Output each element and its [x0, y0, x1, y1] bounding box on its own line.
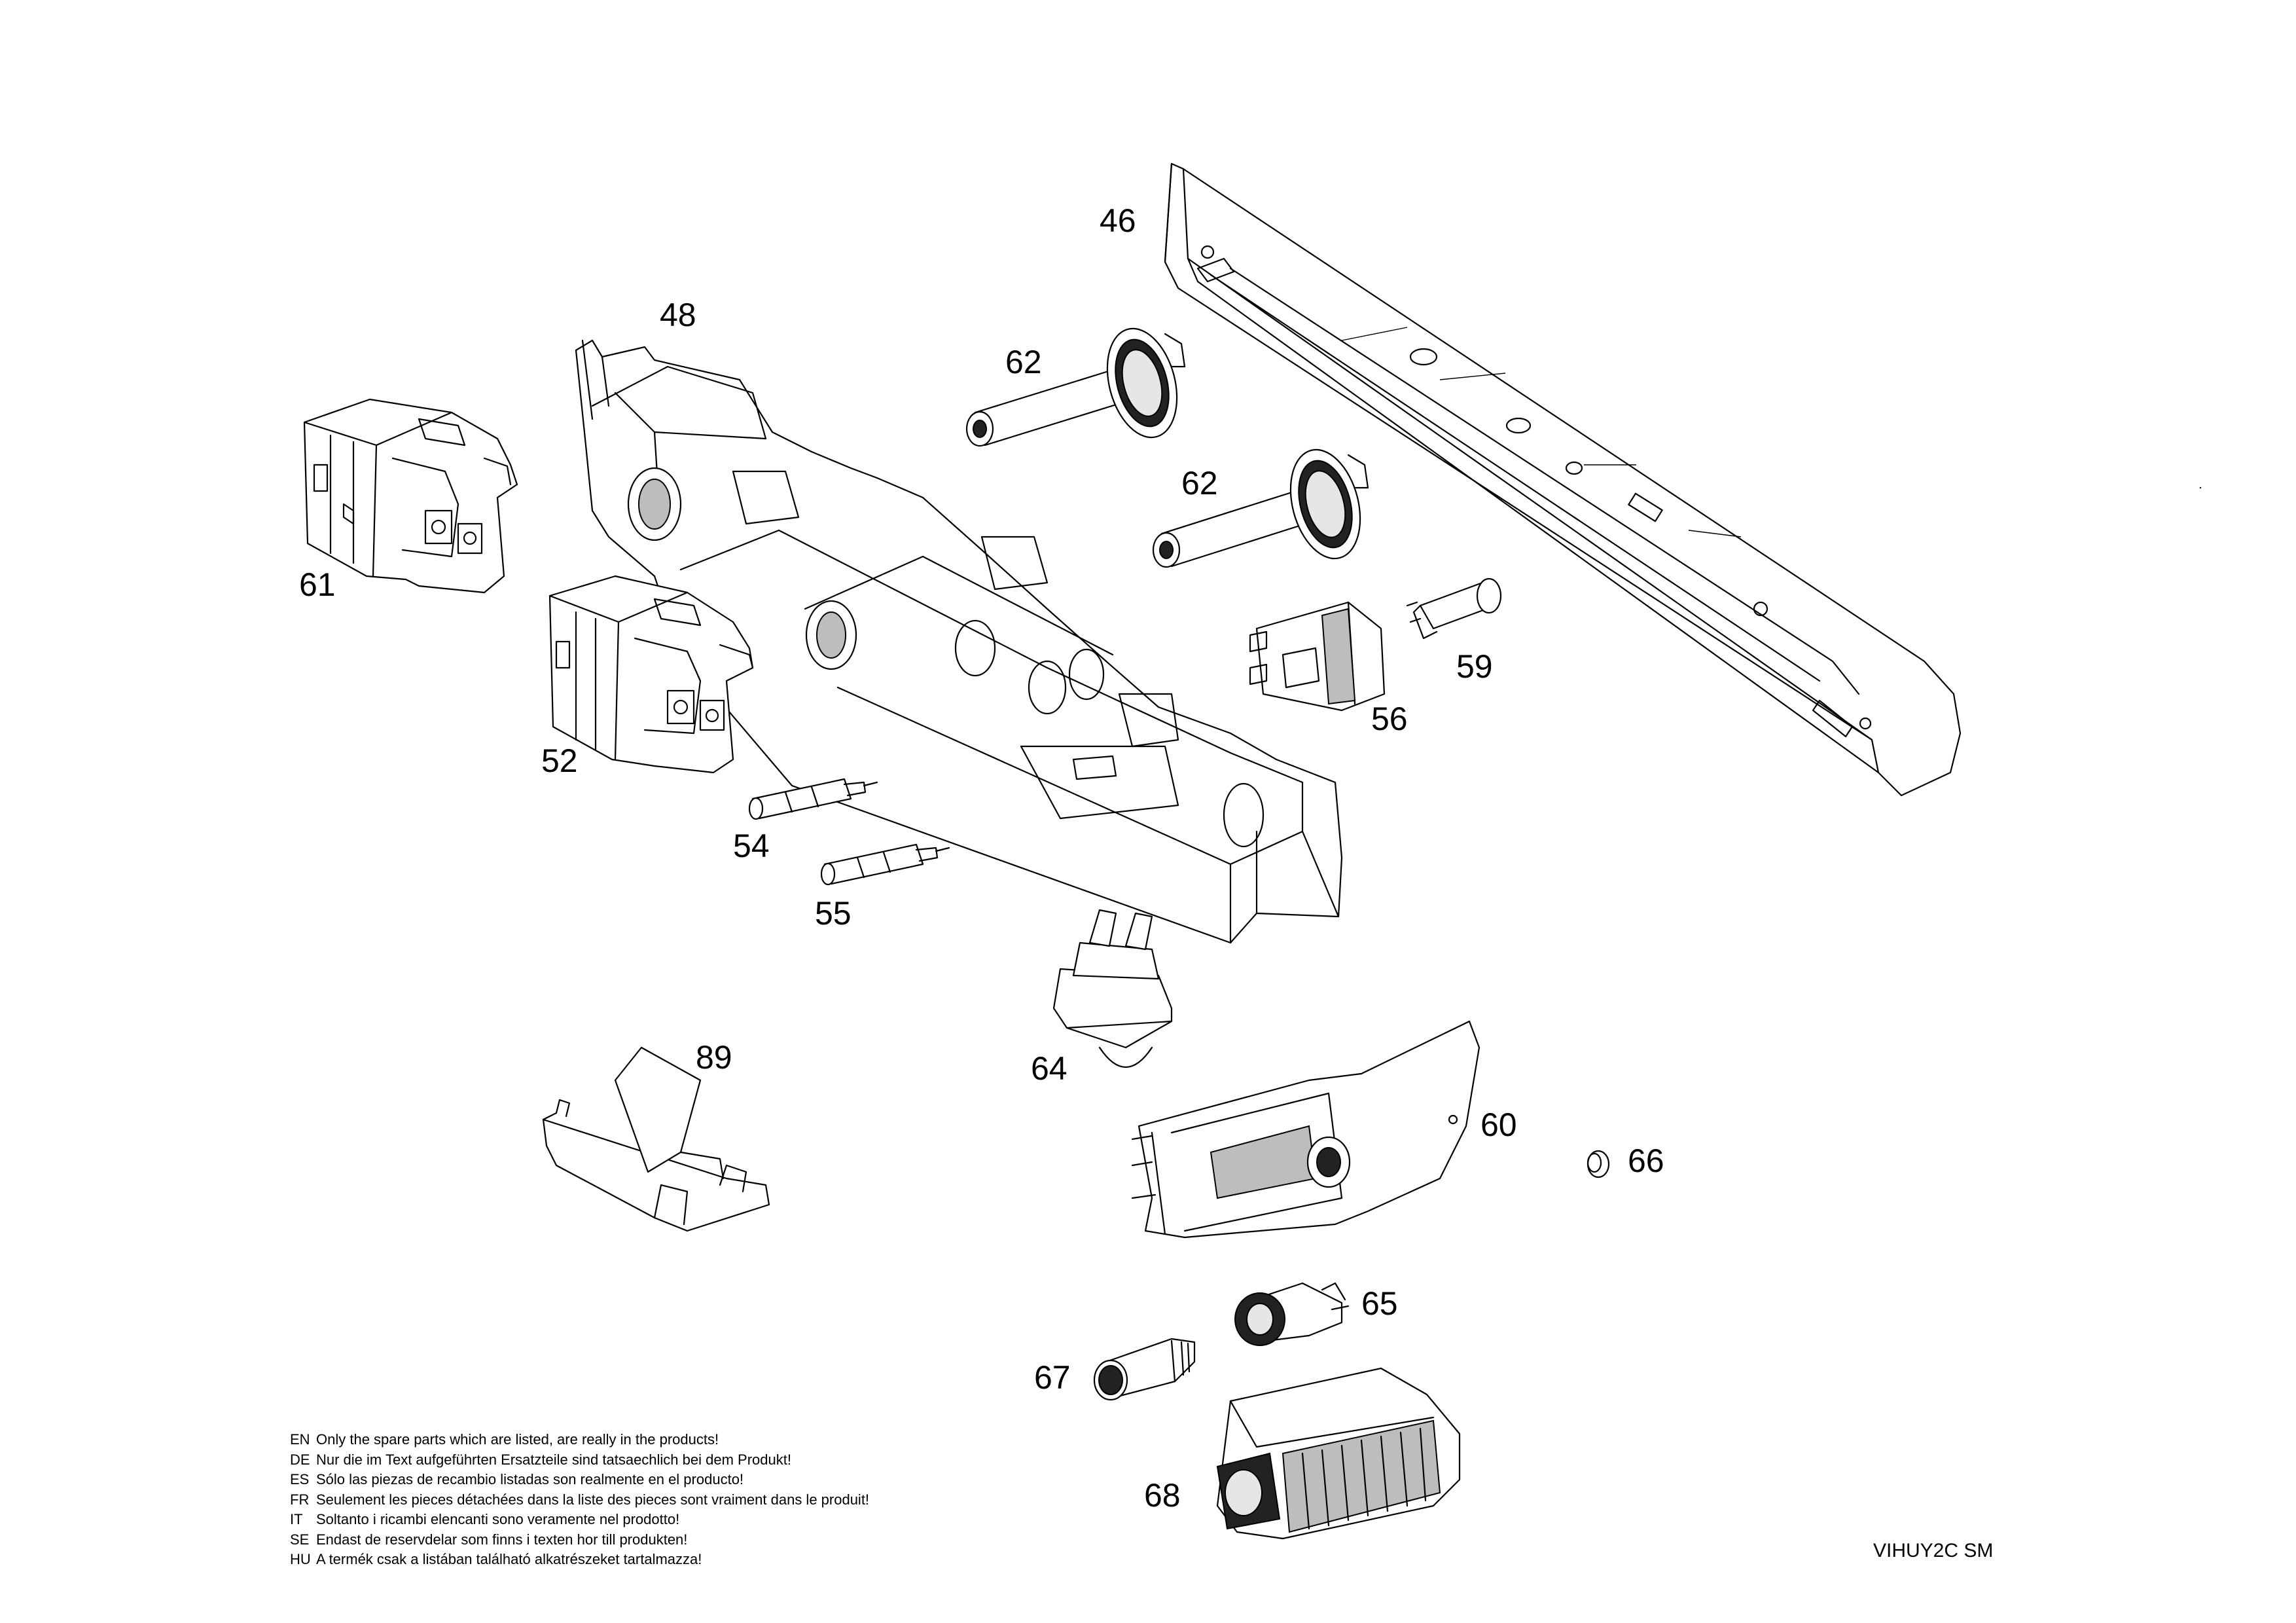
part-60-knob-housing	[1131, 1020, 1480, 1239]
callout-48: 48	[660, 297, 696, 333]
part-62-upper-knob-shaft	[965, 327, 1186, 447]
callout-89: 89	[696, 1039, 732, 1076]
part-54-indicator-lamp	[748, 778, 878, 820]
stray-dot	[2199, 486, 2202, 489]
callout-56: 56	[1371, 701, 1408, 737]
callout-68: 68	[1144, 1477, 1181, 1514]
part-55-indicator-lamp	[820, 843, 950, 886]
part-56-rocker-switch	[1249, 601, 1386, 712]
part-59-bulb-holder	[1406, 577, 1502, 640]
part-67-lamp	[1093, 1338, 1196, 1401]
part-62-lower-knob-shaft	[1152, 448, 1369, 568]
callout-54: 54	[733, 828, 770, 864]
drawing-code: VIHUY2C SM	[1873, 1540, 1994, 1561]
part-46-panel-cover	[1164, 162, 1962, 797]
part-52-switch-block	[548, 575, 754, 774]
callout-60: 60	[1480, 1106, 1517, 1143]
callout-62-lower: 62	[1181, 465, 1218, 501]
part-64-switch	[1052, 909, 1173, 1068]
callout-59: 59	[1456, 648, 1493, 685]
part-66-cap	[1587, 1150, 1610, 1178]
part-65-lamp-holder	[1234, 1282, 1350, 1346]
callout-62-upper: 62	[1005, 344, 1042, 380]
callout-52: 52	[541, 742, 578, 779]
callout-64: 64	[1031, 1050, 1067, 1087]
callout-46: 46	[1100, 202, 1136, 239]
callout-61: 61	[299, 566, 336, 603]
callout-66: 66	[1628, 1142, 1664, 1179]
part-68-knob	[1216, 1367, 1461, 1540]
part-61-switch-block	[303, 398, 518, 594]
callout-55: 55	[815, 895, 852, 932]
part-89-bracket	[542, 1046, 770, 1232]
callout-67: 67	[1034, 1359, 1071, 1396]
callout-65: 65	[1361, 1285, 1398, 1322]
